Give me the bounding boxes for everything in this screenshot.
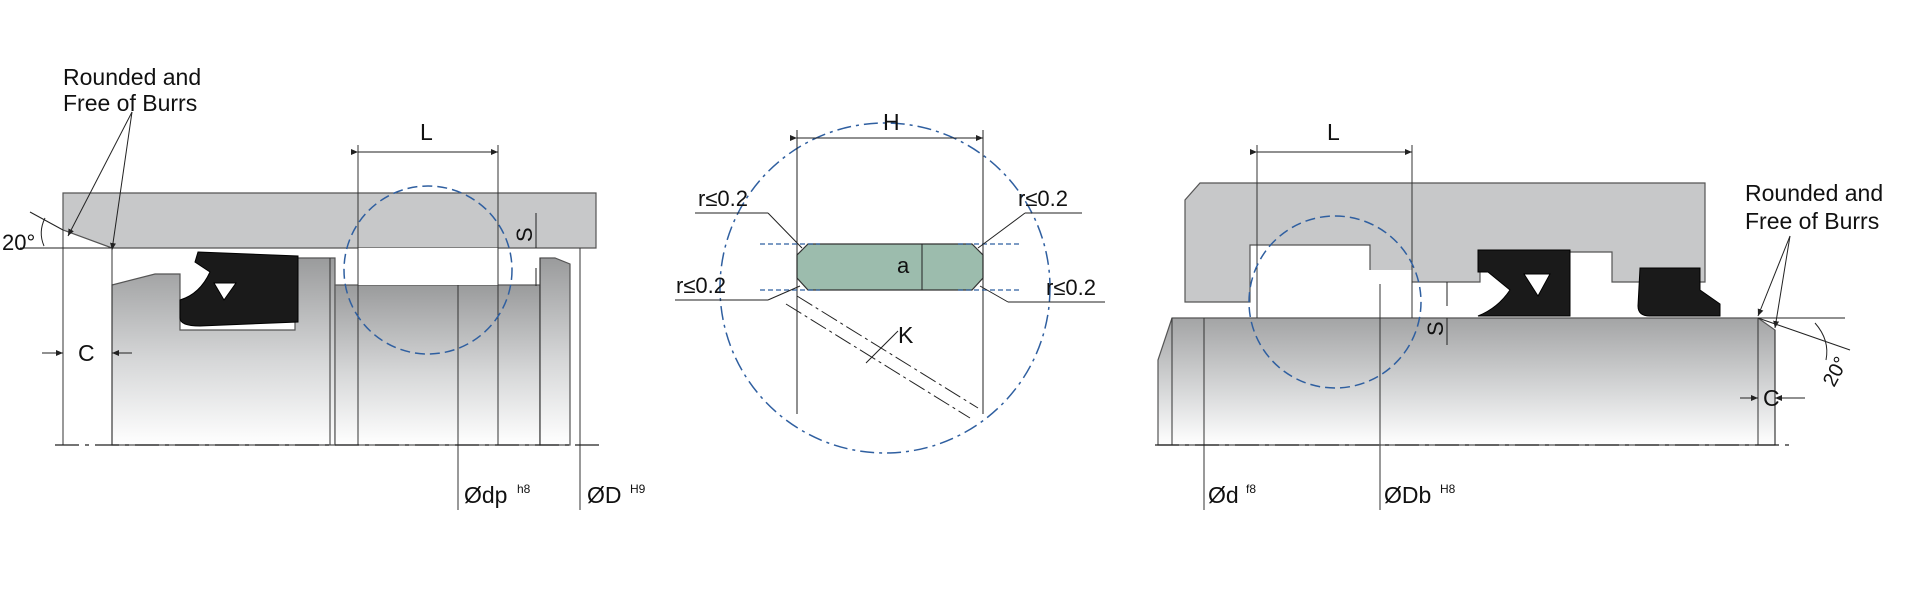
rod-note-line2: Free of Burrs [1745, 208, 1879, 234]
piston-body-right [334, 284, 541, 446]
rod-u-seal [1477, 249, 1571, 317]
ring-K-label: K [898, 322, 914, 348]
piston-chamfer-lines [20, 211, 112, 249]
piston-housing [62, 192, 597, 249]
ring-radius-bottom-left: r≤0.2 [676, 273, 726, 298]
rod-d-label: Ød [1208, 482, 1239, 508]
ring-radius-leaders [675, 212, 1105, 303]
ring-radius-top-right: r≤0.2 [1018, 186, 1068, 211]
ring-K-lines [785, 295, 979, 419]
ring-radius-bottom-right: r≤0.2 [1046, 275, 1096, 300]
ring-a-label: a [897, 253, 910, 278]
ring-radius-top-left: r≤0.2 [698, 186, 748, 211]
piston-verticals [62, 145, 581, 510]
piston-body-shoulder [539, 257, 571, 446]
piston-D-label: ØD [587, 482, 622, 508]
piston-D-tolerance: H9 [630, 482, 646, 496]
ring-H-label: H [883, 109, 900, 135]
piston-detail-circle [343, 185, 513, 355]
rod-note-line1: Rounded and [1745, 180, 1883, 206]
rod-gland-gap [1257, 270, 1412, 302]
piston-u-seal [179, 251, 299, 327]
rod-note-leaders [1757, 235, 1791, 329]
piston-body [111, 257, 336, 446]
ring-detail: H a K r≤0.2 r≤0.2 r≤0.2 r≤0.2 [675, 109, 1105, 454]
rod-Db-tolerance: H8 [1440, 482, 1456, 496]
rod-angle-label: 20° [1819, 353, 1853, 390]
piston-note-leaders [67, 111, 133, 251]
rod-wiper [1637, 267, 1721, 317]
rod-d-tolerance: f8 [1246, 482, 1256, 496]
rod-L-label: L [1327, 119, 1340, 145]
piston-note-line2: Free of Burrs [63, 90, 197, 116]
piston-dp-label: Ødp [464, 482, 507, 508]
ring-detail-circle [719, 122, 1051, 454]
piston-C-label: C [78, 340, 95, 366]
rod-detail-circle [1248, 215, 1422, 389]
rod-S-label: S [1423, 321, 1448, 336]
rod-diagram: Rounded and Free of Burrs 20° L S C Ød f… [1155, 119, 1883, 510]
piston-angle-label: 20° [2, 230, 35, 255]
piston-diagram: Rounded and Free of Burrs 20° L S C Ødp … [2, 64, 646, 510]
rod-Db-label: ØDb [1384, 482, 1431, 508]
piston-gland-gap [358, 248, 498, 285]
rod-C-label: C [1763, 385, 1780, 411]
ring-guide-lines [760, 243, 1020, 291]
piston-note-line1: Rounded and [63, 64, 201, 90]
rod-body [1157, 317, 1776, 446]
piston-dp-tolerance: h8 [517, 482, 531, 496]
ring-cross-section [796, 243, 984, 291]
piston-L-label: L [420, 119, 433, 145]
piston-S-label: S [512, 227, 537, 242]
ring-extension-lines [790, 130, 984, 414]
rod-verticals [1171, 145, 1776, 510]
